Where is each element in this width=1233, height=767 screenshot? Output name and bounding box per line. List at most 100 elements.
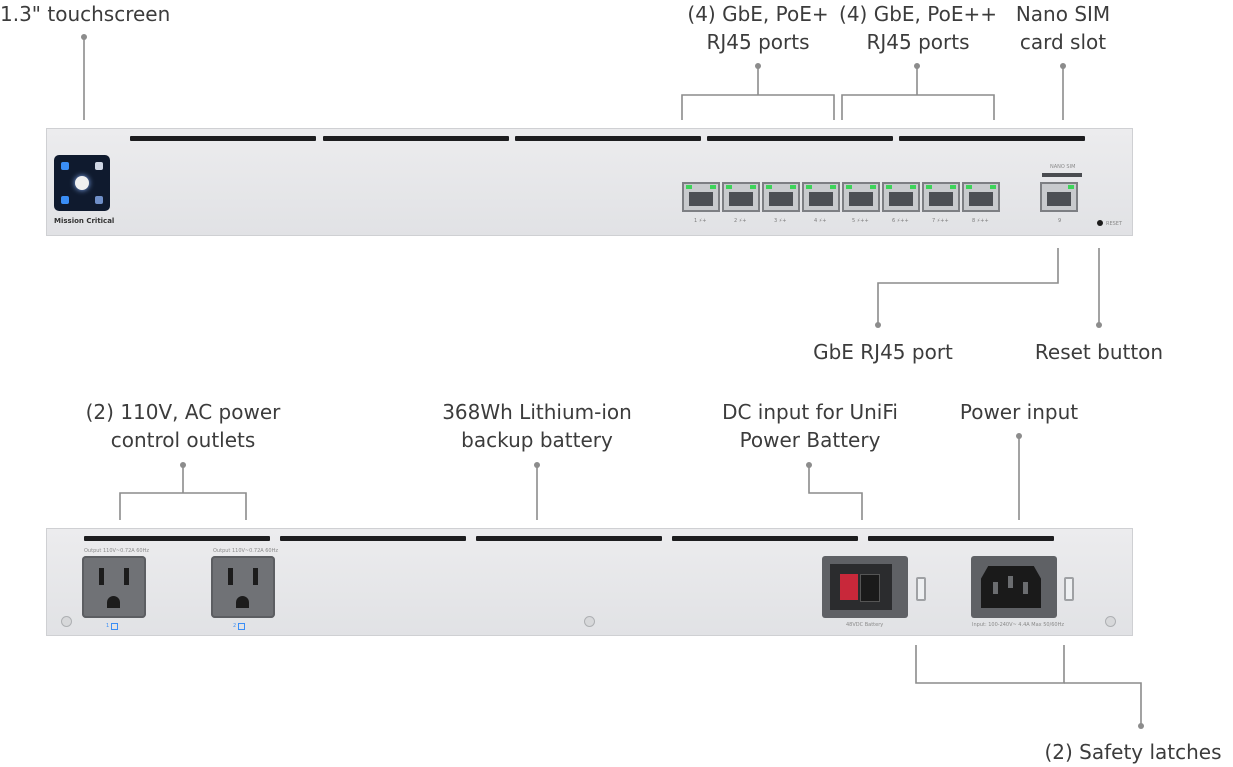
callout-line-1: (2) 110V, AC power	[85, 400, 281, 424]
ac-outlet-2[interactable]	[211, 556, 275, 618]
callout-text: GbE RJ45 port	[813, 340, 953, 364]
outlet-2-rating: Output 110V~0.72A 60Hz	[213, 548, 278, 554]
reset-label: RESET	[1106, 221, 1123, 227]
rj45-port[interactable]	[722, 182, 760, 212]
port-led	[710, 185, 716, 189]
vent	[672, 536, 858, 541]
port-led	[726, 185, 732, 189]
port-led	[950, 185, 956, 189]
rj45-port[interactable]	[762, 182, 800, 212]
callout-line-1: (4) GbE, PoE++	[839, 2, 997, 26]
vent	[476, 536, 662, 541]
port-opening	[969, 192, 993, 206]
port-led	[766, 185, 772, 189]
port-number: 2 ⚡+	[734, 218, 747, 224]
port-opening	[769, 192, 793, 206]
dc-connector-black	[860, 574, 880, 602]
ac-outlet-1[interactable]	[82, 556, 146, 618]
port-number: 1 ⚡+	[694, 218, 707, 224]
callout-line-2: backup battery	[461, 428, 613, 452]
safety-latch-1[interactable]	[916, 577, 926, 601]
callout-text: 1.3" touchscreen	[0, 2, 171, 26]
reset-button[interactable]	[1097, 220, 1103, 226]
callout-text: (2) Safety latches	[1044, 740, 1222, 764]
screw-icon	[1105, 616, 1116, 627]
port-number: 8 ⚡++	[972, 218, 989, 224]
ac-power-input[interactable]	[971, 556, 1057, 618]
callout-line-2: RJ45 ports	[706, 30, 810, 54]
rj45-port[interactable]	[842, 182, 880, 212]
callout-line-1: (4) GbE, PoE+	[687, 2, 829, 26]
brand-label: Mission Critical	[54, 217, 115, 225]
screen-icon	[95, 162, 103, 170]
rj45-port[interactable]	[962, 182, 1000, 212]
rj45-port[interactable]	[922, 182, 960, 212]
callout-touchscreen: 1.3" touchscreen	[0, 0, 170, 28]
vent	[707, 136, 893, 141]
port-opening	[809, 192, 833, 206]
rj45-port[interactable]	[682, 182, 720, 212]
port-led	[750, 185, 756, 189]
callout-safety-latches: (2) Safety latches	[1033, 738, 1233, 766]
callout-line-1: DC input for UniFi	[722, 400, 898, 424]
rj45-port[interactable]	[802, 182, 840, 212]
port-opening	[1047, 192, 1071, 206]
vent	[515, 136, 701, 141]
dc-connector-red	[840, 574, 858, 600]
screw-icon	[584, 616, 595, 627]
outlet-2-number: 2	[233, 623, 237, 629]
port-led	[830, 185, 836, 189]
port-opening	[849, 192, 873, 206]
callout-line-2: card slot	[1019, 30, 1107, 54]
port-led	[870, 185, 876, 189]
callout-poe-plus-ports: (4) GbE, PoE+ RJ45 ports	[678, 0, 838, 56]
port-led	[806, 185, 812, 189]
outlet-slot	[124, 568, 129, 585]
rj45-port[interactable]	[882, 182, 920, 212]
dc-input-connector[interactable]	[822, 556, 908, 618]
callout-reset-button: Reset button	[1028, 338, 1170, 366]
outlet-slot	[99, 568, 104, 585]
callout-text: Power input	[959, 400, 1079, 424]
port-number: 3 ⚡+	[774, 218, 787, 224]
outlet-1-led	[111, 623, 118, 630]
screw-icon	[61, 616, 72, 627]
iec-pin	[1008, 576, 1013, 588]
ac-input-label: Input: 100-240V~ 4.4A Max 50/60Hz	[972, 622, 1064, 628]
callout-text: Reset button	[1034, 340, 1164, 364]
port-led	[686, 185, 692, 189]
callout-line-1: 368Wh Lithium-ion	[442, 400, 632, 424]
vent	[899, 136, 1085, 141]
port-led	[1068, 185, 1074, 189]
port-number: 5 ⚡++	[852, 218, 869, 224]
outlet-ground	[236, 596, 249, 608]
outlet-2-led	[238, 623, 245, 630]
port-led	[910, 185, 916, 189]
port-led	[966, 185, 972, 189]
callout-line-1: Nano SIM	[1015, 2, 1111, 26]
gbe-rj45-port[interactable]	[1040, 182, 1078, 212]
touchscreen[interactable]	[54, 155, 110, 211]
vent	[868, 536, 1054, 541]
vent	[280, 536, 466, 541]
vent	[323, 136, 509, 141]
vent	[84, 536, 270, 541]
port-led	[990, 185, 996, 189]
vent	[130, 136, 316, 141]
port-led	[926, 185, 932, 189]
screen-icon	[95, 196, 103, 204]
callout-dc-input: DC input for UniFi Power Battery	[705, 398, 915, 454]
port-opening	[689, 192, 713, 206]
nano-sim-slot[interactable]	[1042, 173, 1082, 177]
port-led	[886, 185, 892, 189]
outlet-1-number: 1	[106, 623, 110, 629]
screen-icon	[61, 162, 69, 170]
port-number: 6 ⚡++	[892, 218, 909, 224]
callout-line-2: RJ45 ports	[866, 30, 970, 54]
safety-latch-2[interactable]	[1064, 577, 1074, 601]
port-opening	[929, 192, 953, 206]
callout-line-2: control outlets	[110, 428, 256, 452]
screen-center-dot	[75, 176, 89, 190]
callout-poe-plusplus-ports: (4) GbE, PoE++ RJ45 ports	[834, 0, 1002, 56]
